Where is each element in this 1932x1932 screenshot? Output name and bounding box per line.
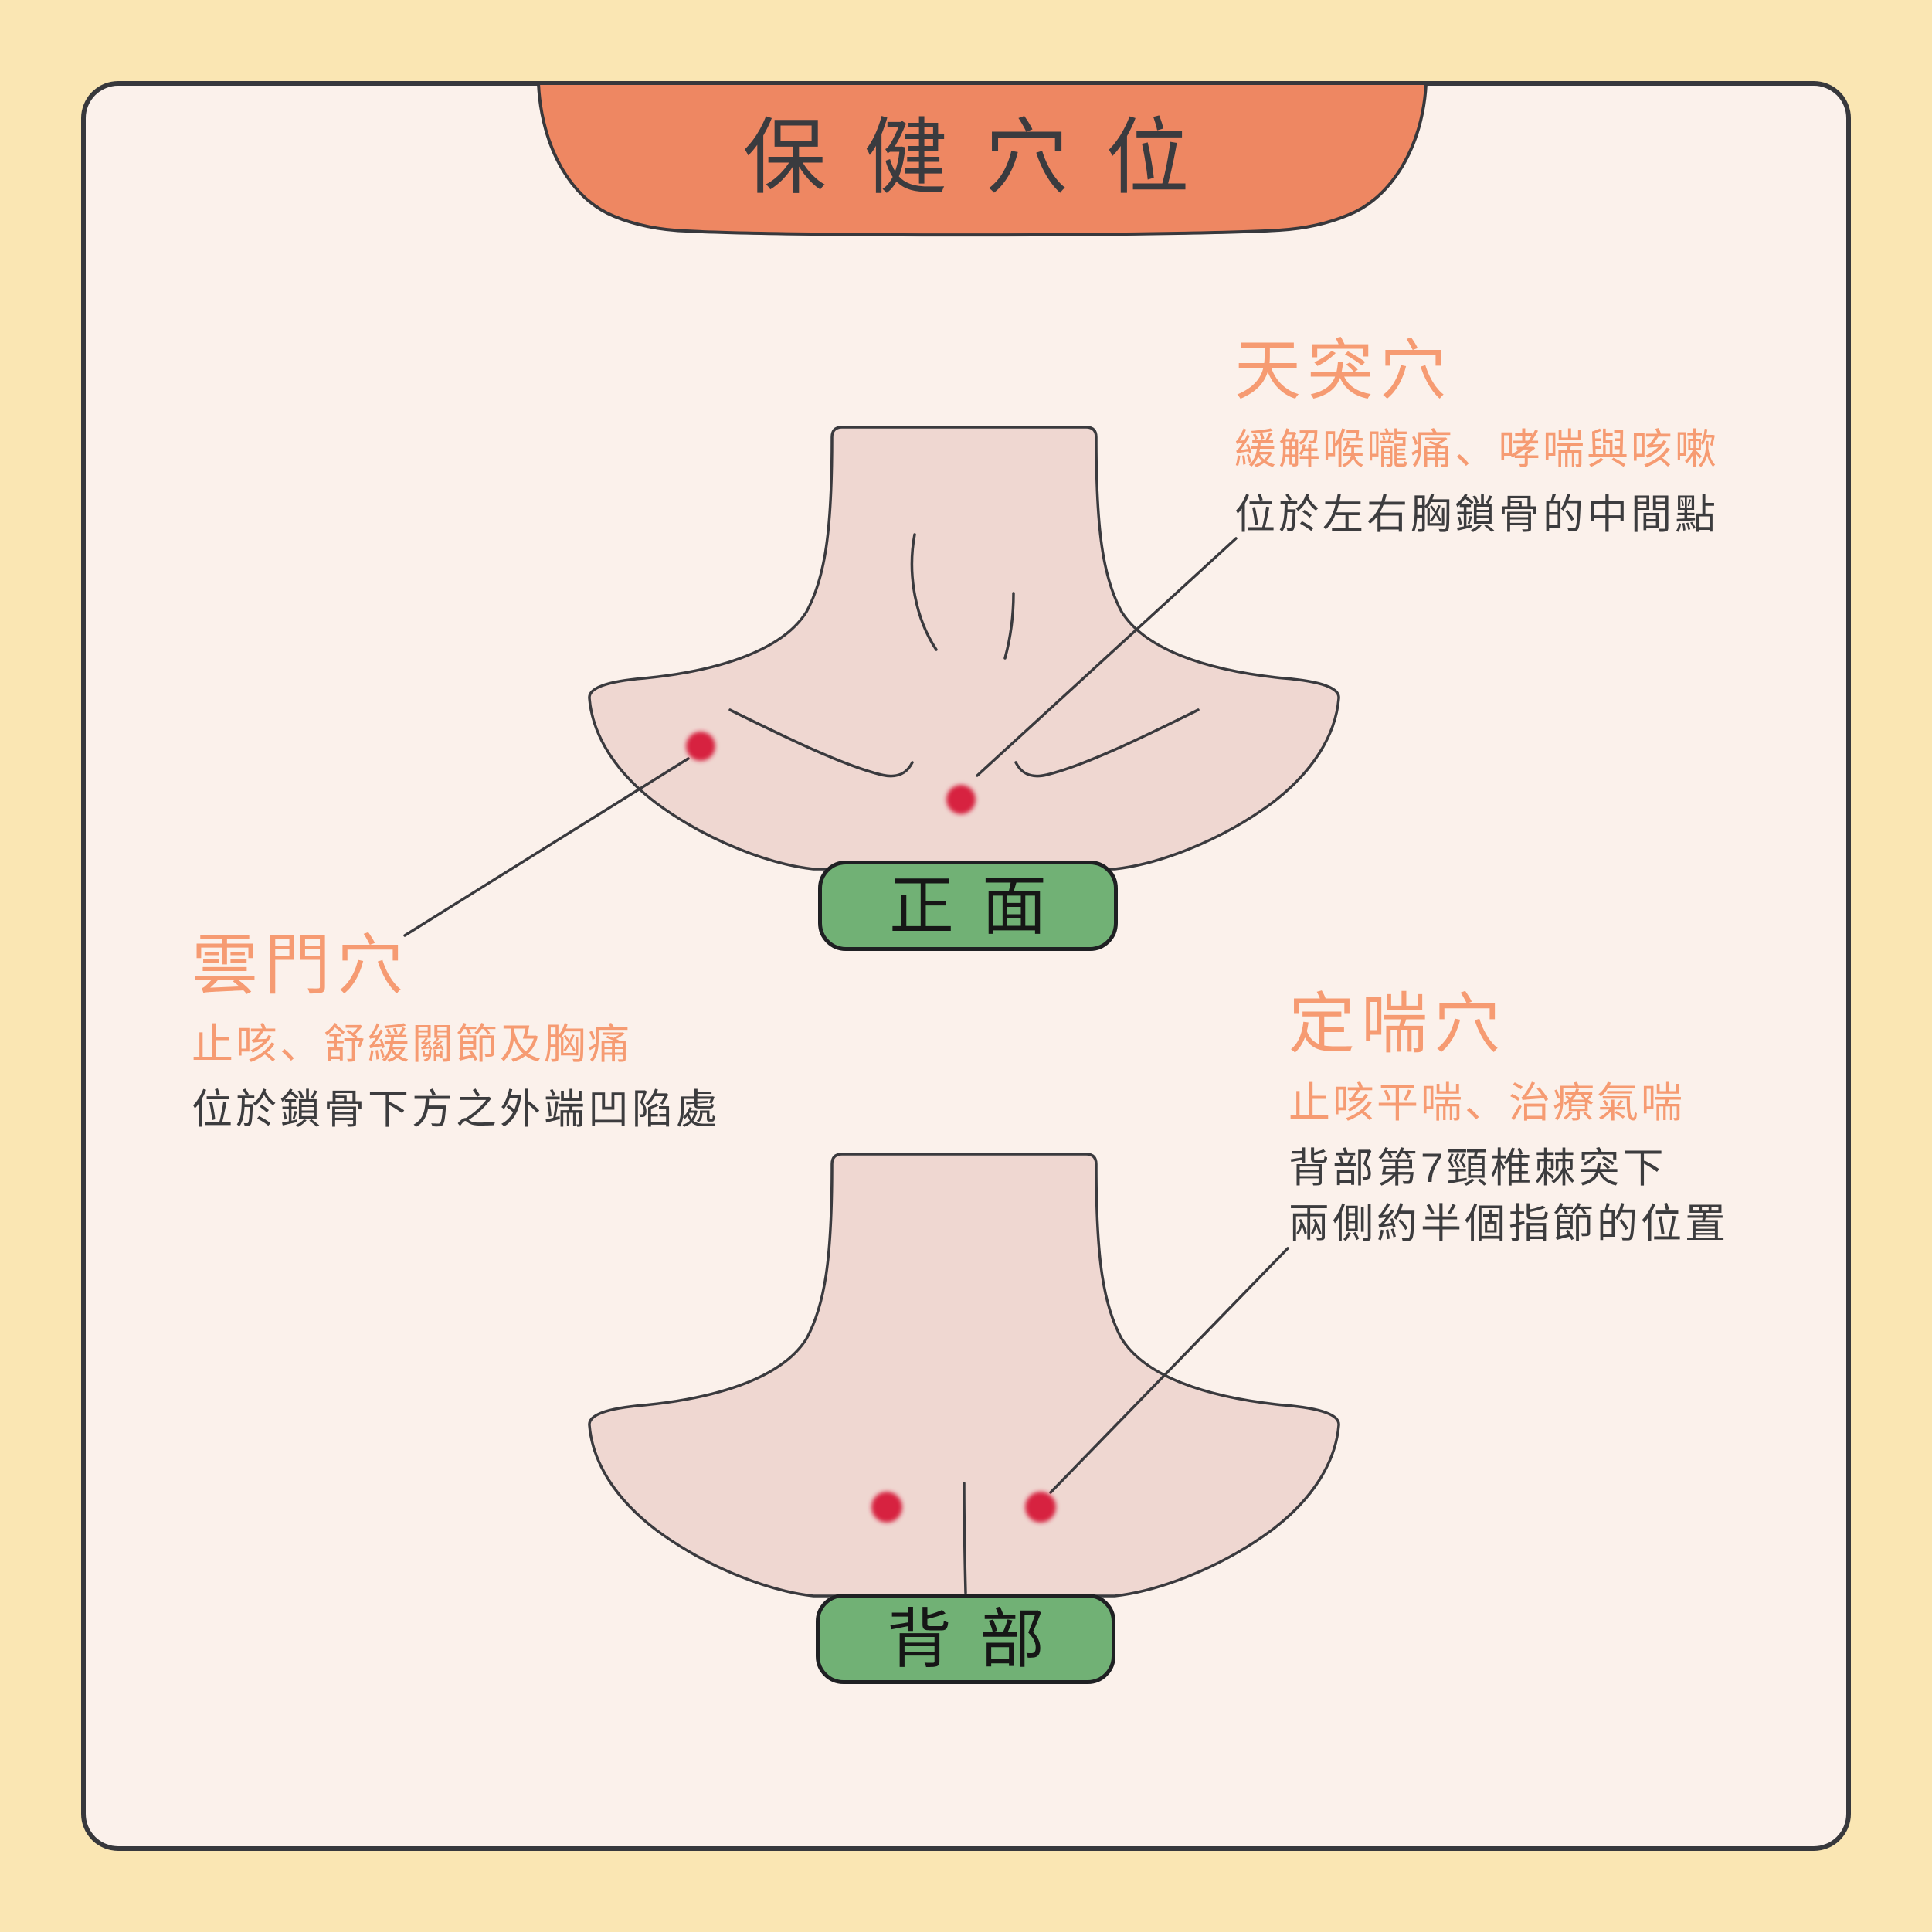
- point-location-tiantu: 位於左右胸鎖骨的中間點: [1234, 492, 1719, 538]
- point-benefit-dingchuan: 止咳平喘、治療氣喘: [1289, 1080, 1685, 1126]
- point-location-dingchuan-line2: 兩側約半個指節的位置: [1289, 1201, 1729, 1247]
- page-title: 保健穴位: [742, 110, 1227, 204]
- point-name-dingchuan: 定喘穴: [1289, 987, 1506, 1061]
- point-block-tiantu: 天突穴 緩解喉嚨痛、哮喘與咳嗽 位於左右胸鎖骨的中間點: [1234, 338, 1719, 543]
- front-view-tag: 正面: [818, 861, 1118, 951]
- point-name-yunmen: 雲門穴: [192, 929, 409, 1003]
- point-block-dingchuan: 定喘穴 止咳平喘、治療氣喘 背部第7頸椎棘突下 兩側約半個指節的位置: [1289, 991, 1729, 1252]
- point-benefit-yunmen: 止咳、舒緩關節及胸痛: [192, 1021, 632, 1068]
- point-location-yunmen: 位於鎖骨下方之外端凹陷處: [192, 1087, 720, 1132]
- point-name-tiantu: 天突穴: [1234, 334, 1452, 408]
- point-benefit-tiantu: 緩解喉嚨痛、哮喘與咳嗽: [1234, 426, 1719, 473]
- point-block-yunmen: 雲門穴 止咳、舒緩關節及胸痛 位於鎖骨下方之外端凹陷處: [192, 932, 720, 1138]
- point-location-dingchuan-line1: 背部第7頸椎棘突下: [1289, 1146, 1667, 1191]
- back-view-tag: 背部: [816, 1594, 1115, 1684]
- point-location-dingchuan: 背部第7頸椎棘突下 兩側約半個指節的位置: [1289, 1141, 1729, 1252]
